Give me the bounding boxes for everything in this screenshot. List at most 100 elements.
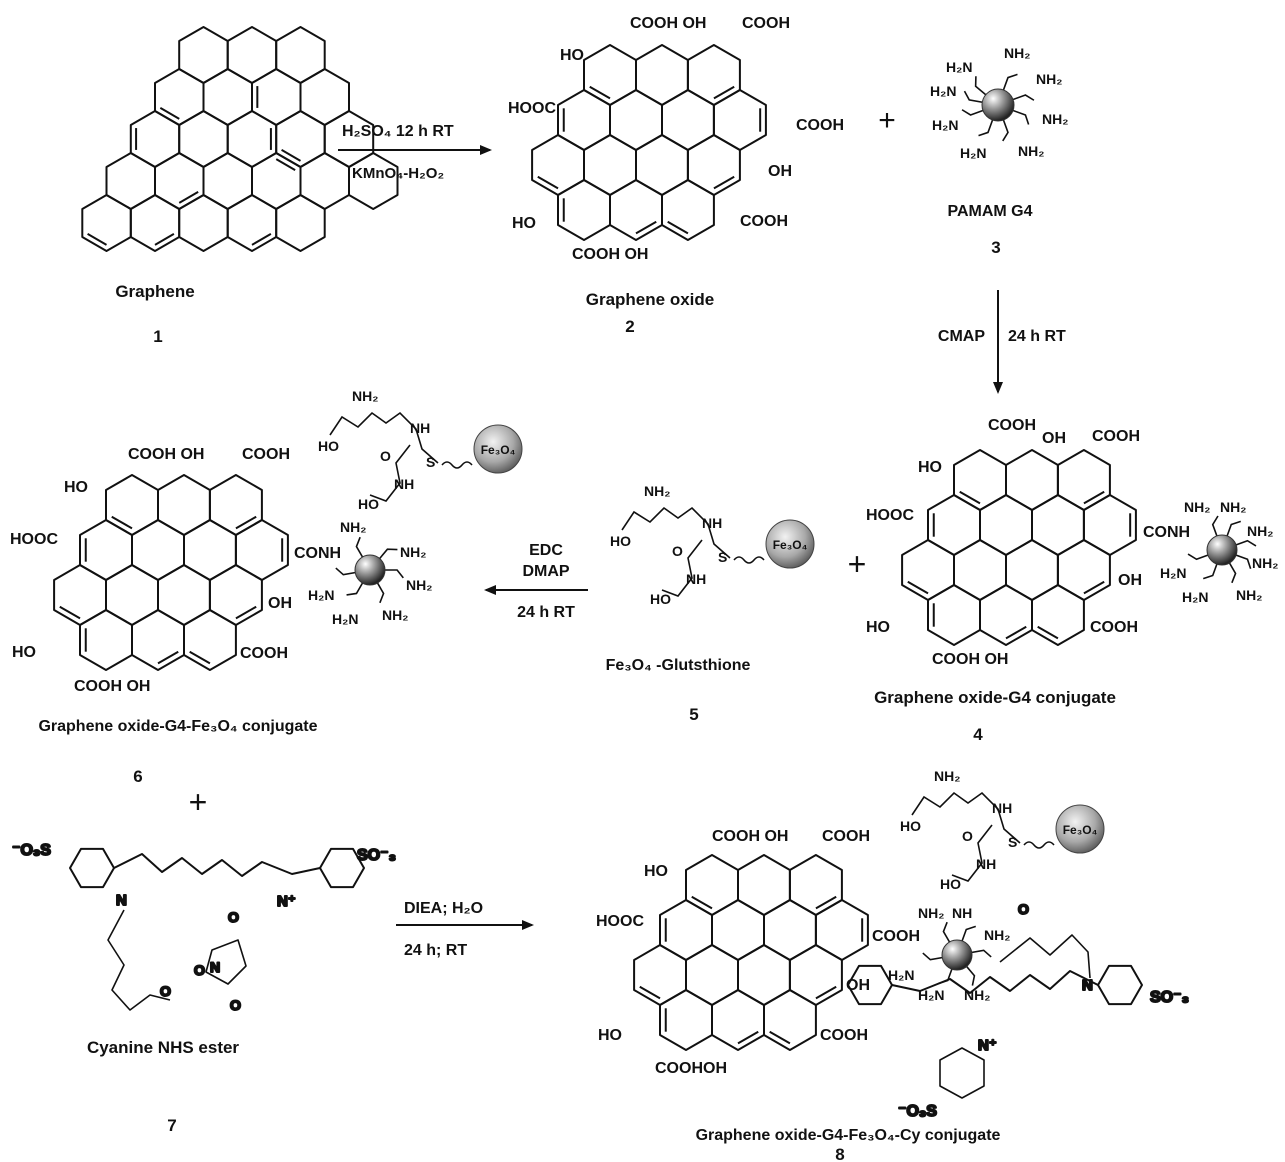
- hex-ring: [557, 89, 611, 151]
- double-bond: [157, 650, 179, 665]
- hex-ring: [105, 564, 159, 626]
- go6-hooc-left: HOOC: [10, 531, 58, 548]
- hex-ring: [788, 854, 843, 916]
- hex-ring: [202, 68, 253, 126]
- glutathione-backbone: [621, 506, 731, 559]
- reaction-4-conditions-top: DIEA; H₂O: [404, 900, 483, 917]
- go8-oh-right: OH: [846, 977, 870, 994]
- hex-ring: [208, 474, 263, 536]
- double-bond: [251, 233, 272, 246]
- double-bond: [713, 85, 735, 100]
- plus-sign-1: +: [878, 104, 896, 137]
- hex-ring: [79, 519, 133, 581]
- benzene-ring: [847, 964, 893, 1006]
- go8-cooh-top-right: COOH: [822, 828, 870, 845]
- amine-label: NH₂: [382, 607, 408, 623]
- fe3o4-nanoparticle: [473, 424, 523, 474]
- ester-o: O: [160, 983, 171, 999]
- go2-cooh-oh-top: COOH OH: [630, 15, 706, 32]
- plus-sign-3: +: [189, 784, 208, 820]
- amine-label: H₂N: [888, 967, 914, 983]
- hex-ring: [251, 152, 302, 210]
- nhs-o-top: O: [228, 909, 239, 925]
- hex-ring: [299, 68, 350, 126]
- go6-ho-bottom-left: HO: [12, 644, 36, 661]
- amine-label: NH: [952, 905, 972, 921]
- reaction-2-condition-left: CMAP: [938, 328, 985, 345]
- double-bond: [769, 1030, 791, 1045]
- amine-label: NH₂: [1042, 111, 1068, 127]
- indole-n: N: [116, 892, 127, 909]
- amine-label: NH₂: [1004, 45, 1030, 61]
- double-bond: [189, 650, 211, 665]
- hex-ring: [234, 519, 289, 581]
- glut-s: S: [718, 549, 727, 565]
- hex-ring: [178, 194, 229, 252]
- double-bond: [691, 895, 713, 910]
- hex-ring: [737, 944, 791, 1006]
- amine-label: H₂N: [1160, 565, 1186, 581]
- hex-ring: [1082, 494, 1137, 556]
- hex-ring: [251, 68, 302, 126]
- double-bond: [178, 191, 199, 204]
- fe3o4-nanoparticle: [1055, 804, 1105, 854]
- double-bond: [667, 220, 689, 235]
- polymethine-chain: [891, 970, 1099, 994]
- amide-linker-8: [999, 934, 1091, 979]
- benzene-ring: [1097, 964, 1143, 1006]
- compound-6-name: Graphene oxide-G4-Fe₃O₄ conjugate: [38, 718, 317, 735]
- amine-label: NH₂: [1184, 499, 1210, 515]
- double-bond: [154, 233, 175, 246]
- glut-nh2: NH₂: [934, 768, 960, 784]
- go6-ho-top-left: HO: [64, 479, 88, 496]
- hex-ring: [79, 609, 133, 671]
- hex-ring: [105, 152, 156, 210]
- indolium-n-8: N⁺: [978, 1037, 997, 1054]
- hex-ring: [275, 26, 326, 84]
- hex-ring: [129, 110, 181, 168]
- hex-ring: [609, 89, 663, 151]
- amine-label: NH₂: [1220, 499, 1246, 515]
- go6-conh: CONH: [294, 545, 341, 562]
- amine-label: H₂N: [1182, 589, 1208, 605]
- amine-label: H₂N: [932, 117, 958, 133]
- compound-1-name: Graphene: [115, 282, 194, 301]
- go4-ho-bottom-left: HO: [866, 619, 890, 636]
- amine-label: NH₂: [1247, 523, 1273, 539]
- go2-ho-bottom-left: HO: [512, 215, 536, 232]
- amine-label: NH₂: [406, 577, 432, 593]
- sulfonate-right: SO⁻₃: [357, 847, 396, 864]
- double-bond: [589, 85, 611, 100]
- compound-8-name: Graphene oxide-G4-Fe₃O₄-Cy conjugate: [696, 1127, 1001, 1144]
- go6-cooh-oh-top: COOH OH: [128, 446, 204, 463]
- reaction-1-conditions-bottom: KMnO₄-H₂O₂: [352, 165, 444, 182]
- nhs-o-bottom: O: [230, 997, 241, 1013]
- hex-ring: [531, 134, 585, 196]
- dendrimer-core-sphere: [981, 88, 1015, 122]
- hex-ring: [661, 89, 715, 151]
- hex-ring: [157, 564, 211, 626]
- fe3o4-label: Fe₃O₄: [481, 443, 516, 457]
- fe3o4-nanoparticle: [765, 519, 815, 569]
- go6-cooh-oh-bottom: COOH OH: [74, 678, 150, 695]
- hex-ring: [275, 194, 326, 252]
- dendrimer-core-sphere: [354, 554, 386, 586]
- hex-ring: [583, 134, 637, 196]
- hex-ring: [661, 179, 715, 241]
- go8-cooh-bottom-right: COOH: [820, 1027, 868, 1044]
- double-bond: [639, 985, 661, 1000]
- amine-label: H₂N: [918, 987, 944, 1003]
- glut-nh-2: NH: [976, 856, 996, 872]
- hex-ring: [154, 152, 205, 210]
- reaction-3-line-3: 24 h RT: [517, 604, 575, 621]
- reaction-4-conditions-bottom: 24 h; RT: [404, 942, 467, 959]
- double-bond: [1037, 625, 1059, 640]
- amine-label: H₂N: [930, 83, 956, 99]
- hex-ring: [1031, 494, 1085, 556]
- hex-ring: [226, 194, 278, 252]
- compound-2-number: 2: [625, 317, 634, 336]
- compound-1-number: 1: [153, 327, 162, 346]
